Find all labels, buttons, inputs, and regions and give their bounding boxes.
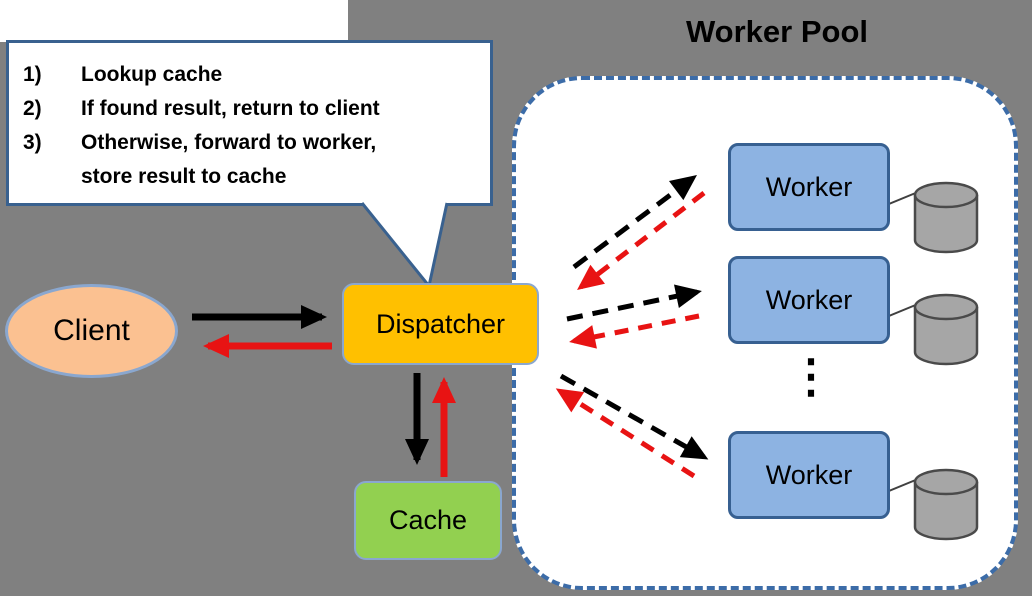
callout-item-3-number: 3) xyxy=(23,131,42,154)
callout-item-3: 3) Otherwise, forward to worker, store r… xyxy=(23,126,482,194)
dispatcher-label: Dispatcher xyxy=(375,308,506,339)
callout-item-1-text: Lookup cache xyxy=(81,63,223,86)
worker-3-label: Worker xyxy=(765,459,853,490)
worker-1-label: Worker xyxy=(765,171,853,202)
arrow-dispatcher-to-worker2 xyxy=(566,284,702,322)
background-white-corner xyxy=(0,0,348,42)
worker-node-2: Worker xyxy=(728,256,890,344)
worker3-database-cylinder-icon xyxy=(883,468,979,541)
callout-item-3-text-line1: Otherwise, forward to worker, xyxy=(81,131,377,154)
callout-bubble: 1) Lookup cache 2) If found result, retu… xyxy=(6,40,493,206)
cache-label: Cache xyxy=(388,505,468,535)
arrow-worker1-to-dispatcher xyxy=(577,191,706,291)
callout-item-2: 2) If found result, return to client xyxy=(23,92,482,126)
client-label: Client xyxy=(53,314,130,347)
worker-node-3: Worker xyxy=(728,431,890,519)
worker-node-1: Worker xyxy=(728,143,890,231)
arrow-dispatcher-to-worker3 xyxy=(559,373,709,460)
callout-item-3-text-line2: store result to cache xyxy=(81,165,287,188)
worker-2-label: Worker xyxy=(765,284,853,315)
cache-node: Cache xyxy=(354,481,502,560)
arrow-worker2-to-dispatcher xyxy=(569,313,700,349)
callout-item-2-number: 2) xyxy=(23,97,42,120)
arrow-dispatcher-to-worker1 xyxy=(572,175,698,270)
workers-ellipsis: ⋮ xyxy=(788,350,834,402)
client-node: Client xyxy=(5,284,178,378)
callout-item-2-text: If found result, return to client xyxy=(81,97,380,120)
worker1-database-cylinder-icon xyxy=(883,181,979,254)
worker2-database-cylinder-icon xyxy=(883,293,979,366)
dispatcher-node: Dispatcher xyxy=(342,283,539,365)
worker-pool-title: Worker Pool xyxy=(685,14,869,49)
arrow-worker3-to-dispatcher xyxy=(555,388,696,479)
callout-item-1: 1) Lookup cache xyxy=(23,58,482,92)
callout-item-1-number: 1) xyxy=(23,63,42,86)
